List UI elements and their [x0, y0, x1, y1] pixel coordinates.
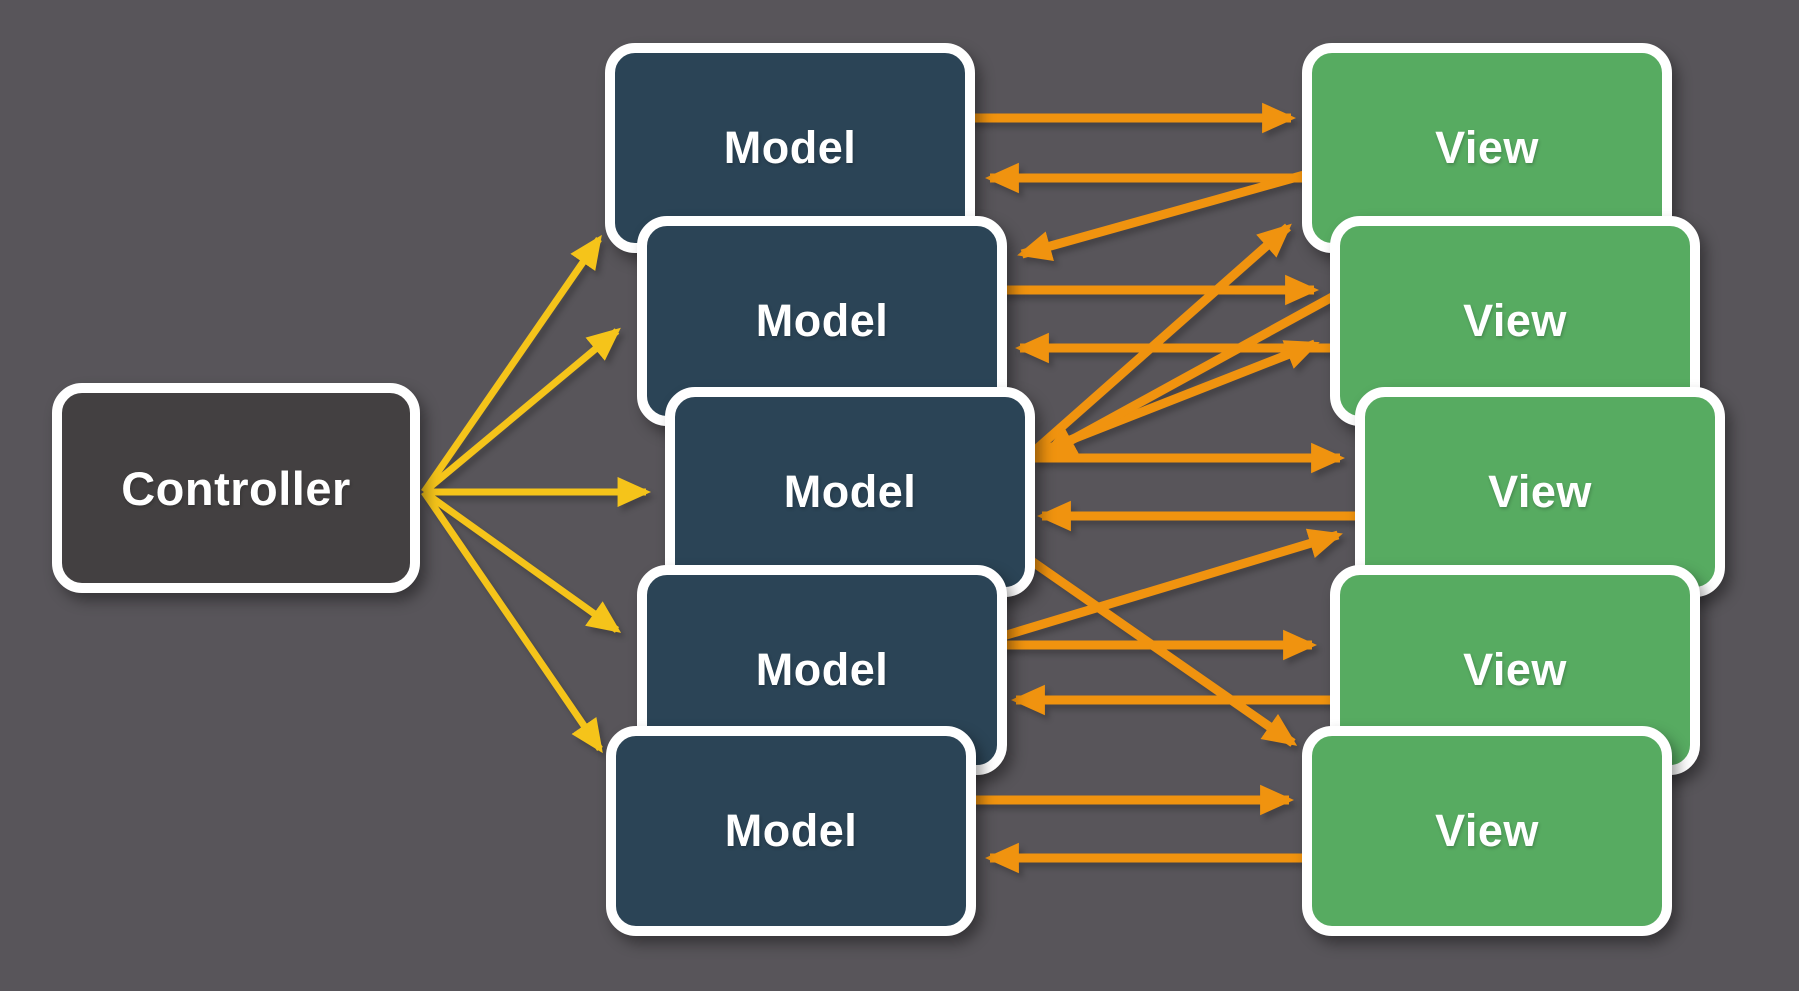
node-label: View	[1463, 644, 1567, 695]
node-controller: Controller	[52, 383, 420, 593]
node-label: Model	[724, 805, 858, 856]
arrow-controller-to-model-1	[421, 234, 602, 494]
node-label: View	[1435, 805, 1539, 856]
node-label: View	[1488, 466, 1592, 517]
node-label: View	[1463, 295, 1567, 346]
node-label: Controller	[121, 461, 351, 515]
node-view-5: View	[1302, 726, 1672, 936]
arrow-controller-to-model-4	[421, 489, 622, 633]
arrow-model-4-to-view-3	[998, 528, 1343, 642]
arrow-model-3-to-view-5	[1027, 556, 1298, 747]
node-label: Model	[783, 466, 917, 517]
arrow-view-1-to-model-2	[1017, 165, 1324, 261]
arrow-model-3-to-view-1	[1029, 223, 1292, 457]
node-model-5: Model	[606, 726, 976, 936]
node-label: View	[1435, 122, 1539, 173]
arrow-controller-to-model-5	[421, 490, 603, 754]
node-label: Model	[755, 644, 889, 695]
arrow-controller-to-model-2	[421, 327, 621, 495]
node-label: Model	[755, 295, 889, 346]
arrow-view-2-to-model-3	[1041, 286, 1348, 458]
node-label: Model	[723, 122, 857, 173]
